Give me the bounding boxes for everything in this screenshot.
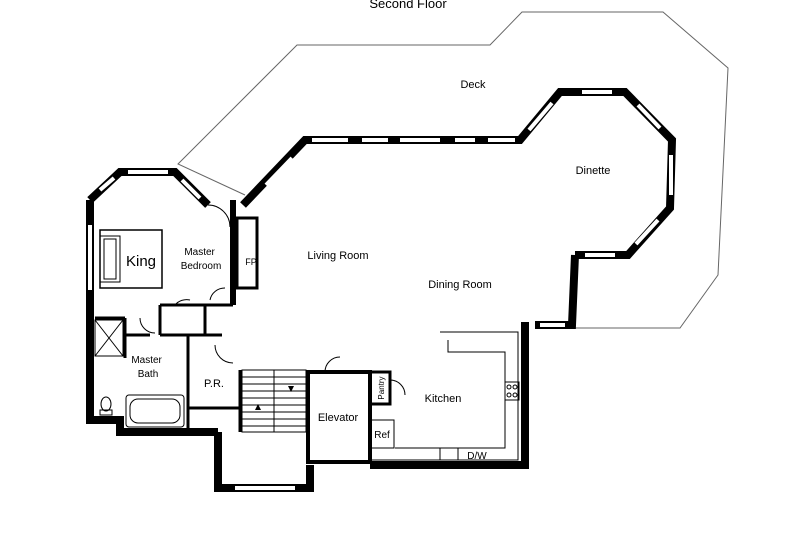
- master-bedroom-line-2: Bedroom: [181, 261, 222, 272]
- room-label-living-room: Living Room: [307, 250, 368, 262]
- master-bath-line-1: Master: [131, 355, 162, 366]
- appliance-label-dishwasher: D/W: [467, 451, 487, 462]
- room-label-elevator: Elevator: [318, 412, 359, 424]
- room-label-deck: Deck: [460, 79, 486, 91]
- room-label-pantry: Pantry: [377, 376, 386, 399]
- master-bedroom-line-1: Master: [184, 247, 215, 258]
- room-label-master-bedroom: Master Bedroom: [181, 247, 222, 272]
- room-label-kitchen: Kitchen: [425, 393, 462, 405]
- room-label-dining-room: Dining Room: [428, 279, 492, 291]
- floor-title: Second Floor: [369, 0, 447, 11]
- fireplace-label: FP: [245, 257, 257, 267]
- bath-fixtures: [94, 319, 185, 428]
- room-label-powder-room: P.R.: [204, 378, 224, 390]
- king-bed: [99, 229, 163, 289]
- deck-outline: [177, 11, 729, 329]
- windows: [88, 90, 673, 490]
- doors: [139, 204, 406, 396]
- interior-walls: [95, 200, 395, 464]
- exterior-walls: [86, 88, 677, 492]
- kitchen-counters: [372, 331, 520, 461]
- appliance-label-refrigerator: Ref: [374, 430, 390, 441]
- room-label-dinette: Dinette: [576, 165, 611, 177]
- room-label-master-bath: Master Bath: [131, 355, 164, 380]
- bed-label-king: King: [126, 253, 156, 270]
- master-bath-line-2: Bath: [138, 369, 159, 380]
- staircase: [241, 369, 307, 433]
